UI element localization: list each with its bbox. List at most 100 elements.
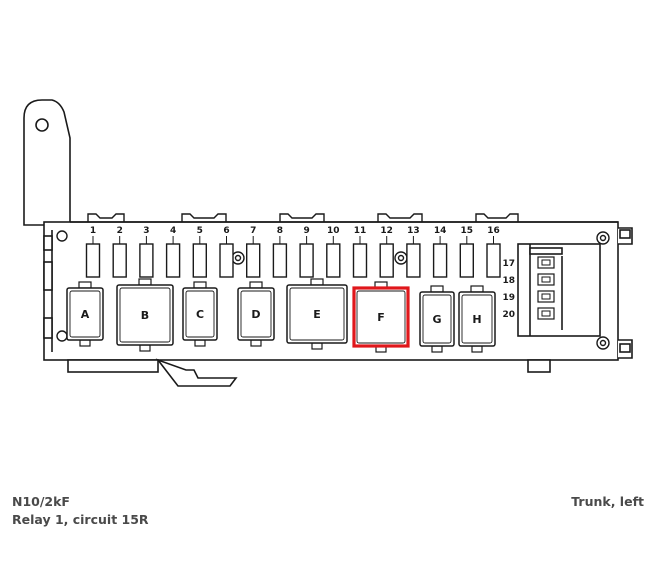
fuse-slot — [245, 243, 261, 278]
housing-clip — [377, 213, 423, 222]
side-terminal-number: 19 — [502, 293, 515, 303]
fuse-slot — [379, 243, 394, 278]
relay-body — [286, 284, 348, 344]
fuse-number-label: 9 — [303, 226, 309, 236]
relay-body — [66, 287, 104, 341]
relay-inner-outline — [69, 290, 101, 338]
relay-inner-outline — [461, 294, 493, 344]
fuse-number-label: 3 — [143, 226, 149, 236]
fuse-number-label: 7 — [250, 226, 256, 236]
fuse-number-label: 2 — [117, 226, 123, 236]
relay-tab — [311, 342, 323, 350]
fuse-slot — [112, 243, 127, 278]
side-terminal-number: 17 — [502, 259, 515, 269]
fuse-slot — [432, 243, 448, 278]
relay-body — [419, 291, 455, 347]
fuse-slot — [299, 243, 314, 278]
fuse-slot — [165, 243, 181, 278]
fuse-slot — [85, 243, 101, 278]
fuse-number-label: 1 — [90, 226, 96, 236]
relay-inner-outline — [119, 287, 171, 343]
relay-tab — [193, 281, 207, 289]
top-clips — [87, 213, 519, 222]
fuse-number-label: 10 — [327, 226, 340, 236]
side-terminal-pin — [541, 293, 551, 300]
relay-tab — [78, 281, 92, 289]
component-location: Trunk, left — [571, 494, 644, 509]
side-terminal-number: 20 — [502, 310, 515, 320]
side-terminals: 17 18 19 20 — [502, 256, 555, 320]
component-code: N10/2kF — [12, 494, 70, 509]
housing-clip — [279, 213, 325, 222]
relay-highlight-outline — [352, 286, 410, 348]
relay-tab — [430, 285, 444, 293]
fuse-number-label: 15 — [461, 226, 474, 236]
relay-tab — [431, 345, 443, 353]
side-terminal-pin — [541, 276, 551, 283]
fuse-number-label: 13 — [407, 226, 420, 236]
relay-inner-outline — [356, 290, 406, 344]
relay-body — [237, 287, 275, 341]
relay-inner-outline — [422, 294, 452, 344]
relay-tab — [249, 281, 263, 289]
relay-tab — [250, 339, 262, 347]
fuse-number-label: 12 — [380, 226, 393, 236]
fuse-slot — [326, 243, 341, 278]
relay-label: E — [313, 308, 321, 321]
fuse-number-label: 11 — [354, 226, 367, 236]
relay-tab — [310, 278, 324, 286]
relay-tab — [79, 339, 91, 347]
fuse-number-label: 5 — [197, 226, 203, 236]
relay-label: A — [81, 308, 90, 321]
relay-h: H — [458, 285, 496, 353]
fuse-number-label: 16 — [487, 226, 500, 236]
relay-c: C — [182, 281, 218, 347]
fuse-slot — [459, 243, 474, 278]
side-terminal-number: 18 — [502, 276, 515, 286]
fuse-slot — [139, 243, 154, 278]
fuse-slot — [406, 243, 421, 278]
relay-e: E — [286, 278, 348, 350]
relay-tab — [194, 339, 206, 347]
fuse-number-label: 6 — [223, 226, 229, 236]
relay-inner-outline — [240, 290, 272, 338]
component-description: Relay 1, circuit 15R — [12, 512, 149, 527]
relay-body — [458, 291, 496, 347]
relay-b: B — [116, 278, 174, 352]
relay-body — [116, 284, 174, 346]
fuse-slot — [352, 243, 368, 278]
relay-tab — [139, 344, 151, 352]
fuse-slot — [272, 243, 288, 278]
housing-clip — [181, 213, 227, 222]
housing-clip — [87, 213, 125, 222]
relay-row: A B C D E F G H — [66, 278, 496, 353]
relay-label: G — [432, 313, 441, 326]
fuse-number-label: 8 — [277, 226, 283, 236]
relay-label: C — [196, 308, 204, 321]
relay-inner-outline — [185, 290, 215, 338]
fuse-number-label: 4 — [170, 226, 176, 236]
housing-clip — [475, 213, 519, 222]
relay-tab — [138, 278, 152, 286]
relay-f: F — [352, 281, 410, 353]
relay-tab — [471, 345, 483, 353]
relay-a: A — [66, 281, 104, 347]
relay-body — [182, 287, 218, 341]
relay-label: H — [472, 313, 481, 326]
relay-inner-outline — [289, 287, 345, 341]
relay-label: F — [377, 311, 385, 324]
fuse-number-label: 14 — [434, 226, 447, 236]
mounting-bracket — [23, 99, 71, 226]
fuse-slot — [219, 243, 234, 278]
fuse-slot — [192, 243, 208, 278]
relay-g: G — [419, 285, 455, 353]
relay-d: D — [237, 281, 275, 347]
relay-tab — [470, 285, 484, 293]
side-terminal-pin — [541, 259, 551, 266]
relay-label: B — [141, 309, 149, 322]
relay-label: D — [251, 308, 260, 321]
side-terminal-pin — [541, 310, 551, 317]
fuse-slot — [486, 243, 501, 278]
